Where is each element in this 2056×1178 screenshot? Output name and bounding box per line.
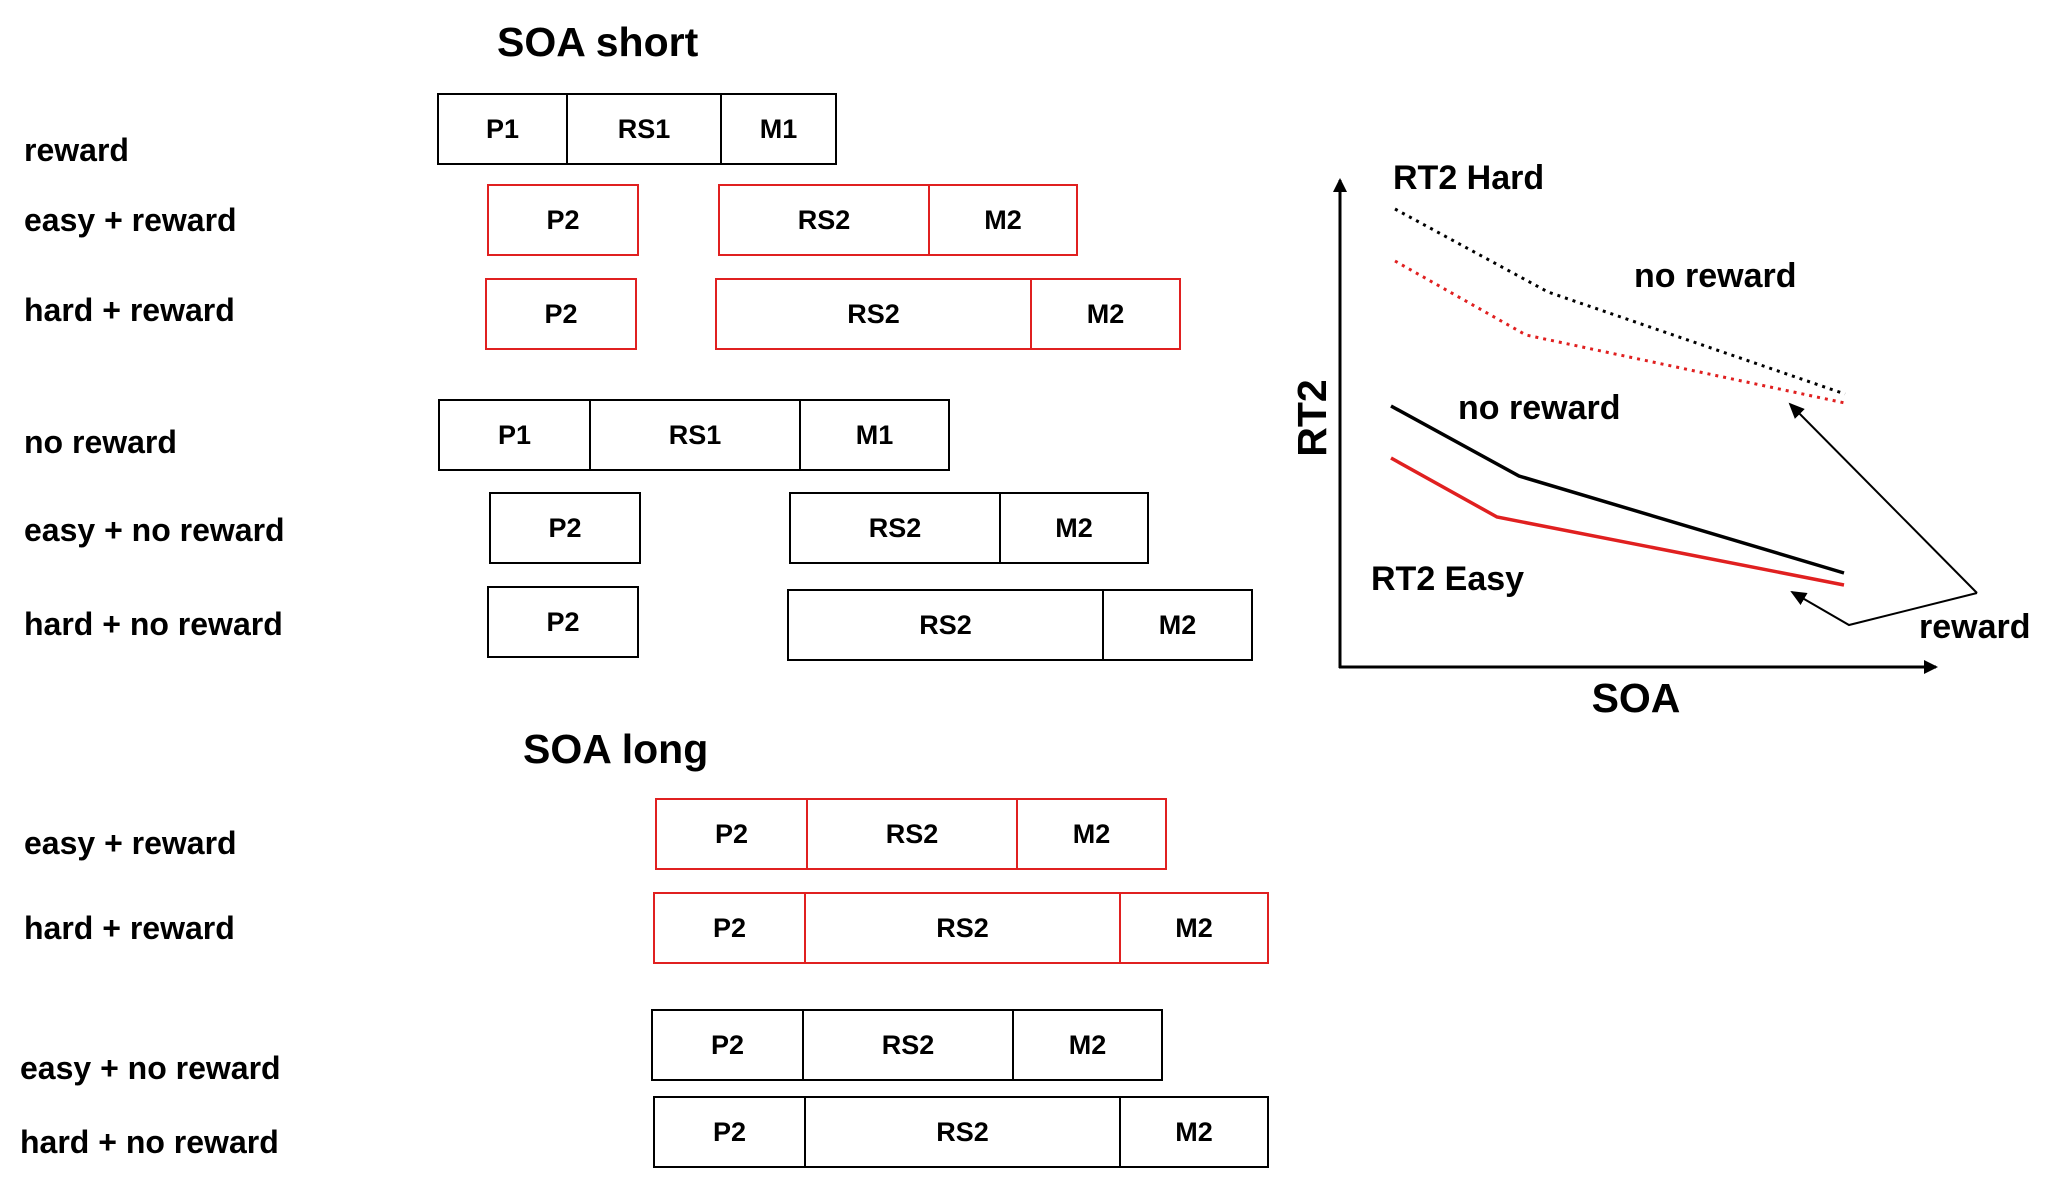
row-label-short-reward: reward <box>24 132 129 168</box>
timeline-short-hard-reward-response: RS2 M2 <box>715 278 1181 350</box>
segment-m2: M2 <box>1158 609 1197 640</box>
row-label-long-easy-reward: easy + reward <box>24 825 237 861</box>
row-label-short-no-reward: no reward <box>24 424 177 460</box>
row-label-short-hard-reward: hard + reward <box>24 292 235 328</box>
row-label-long-easy-no-reward: easy + no reward <box>20 1050 281 1086</box>
segment-m1: M1 <box>855 419 894 450</box>
segment-p2: P2 <box>655 1098 806 1166</box>
timeline-short-hard-reward-p2: P2 <box>485 278 637 350</box>
rt2-easy-label: RT2 Easy <box>1371 560 1524 598</box>
segment-m1: M1 <box>759 113 798 144</box>
easy-no-reward-line <box>1390 404 1845 575</box>
segment-p2: P2 <box>544 298 578 329</box>
segment-p1: P1 <box>439 95 568 163</box>
timeline-short-reward: P1 RS1 M1 <box>437 93 837 165</box>
segment-p2: P2 <box>548 512 582 543</box>
soa-long-heading: SOA long <box>523 726 709 772</box>
reward-label: reward <box>1919 608 2031 646</box>
segment-p2: P2 <box>546 606 580 637</box>
segment-rs2: RS2 <box>789 591 1104 659</box>
reward-arrow-easy <box>1790 590 1978 627</box>
segment-rs2: RS2 <box>808 800 1018 868</box>
segment-rs2: RS2 <box>804 1011 1014 1079</box>
rt2-hard-label: RT2 Hard <box>1393 159 1544 197</box>
x-axis-label: SOA <box>1592 675 1681 721</box>
timeline-short-easy-reward-response: RS2 M2 <box>718 184 1078 256</box>
segment-m2: M2 <box>1072 818 1111 849</box>
timeline-short-easy-no-reward-p2: P2 <box>489 492 641 564</box>
timeline-short-no-reward: P1 RS1 M1 <box>438 399 950 471</box>
segment-p1: P1 <box>440 401 591 469</box>
timeline-long-easy-no-reward: P2 RS2 M2 <box>651 1009 1163 1081</box>
timeline-short-easy-reward-p2: P2 <box>487 184 639 256</box>
segment-m2: M2 <box>1055 512 1093 543</box>
segment-m2: M2 <box>1175 1116 1213 1147</box>
segment-m2: M2 <box>1068 1029 1107 1060</box>
segment-p2: P2 <box>657 800 808 868</box>
segment-m2: M2 <box>984 204 1022 235</box>
row-label-long-hard-no-reward: hard + no reward <box>20 1124 279 1160</box>
timeline-long-easy-reward: P2 RS2 M2 <box>655 798 1167 870</box>
segment-p2: P2 <box>546 204 580 235</box>
row-label-short-easy-reward: easy + reward <box>24 202 237 238</box>
soa-short-heading: SOA short <box>497 19 699 65</box>
segment-m2: M2 <box>1175 912 1213 943</box>
segment-rs1: RS1 <box>591 401 801 469</box>
reward-arrow-hard <box>1788 402 1978 594</box>
segment-m2: M2 <box>1086 298 1125 329</box>
timeline-short-hard-no-reward-p2: P2 <box>487 586 639 658</box>
timeline-long-hard-no-reward: P2 RS2 M2 <box>653 1096 1269 1168</box>
timeline-short-hard-no-reward-response: RS2 M2 <box>787 589 1253 661</box>
segment-p2: P2 <box>653 1011 804 1079</box>
segment-p2: P2 <box>655 894 806 962</box>
segment-rs2: RS2 <box>791 494 1001 562</box>
row-label-short-easy-no-reward: easy + no reward <box>24 512 285 548</box>
segment-rs2: RS2 <box>720 186 930 254</box>
easy-reward-line <box>1390 456 1845 587</box>
segment-rs2: RS2 <box>806 1098 1121 1166</box>
segment-rs2: RS2 <box>806 894 1121 962</box>
timeline-long-hard-reward: P2 RS2 M2 <box>653 892 1269 964</box>
row-label-long-hard-reward: hard + reward <box>24 910 235 946</box>
timeline-short-easy-no-reward-response: RS2 M2 <box>789 492 1149 564</box>
easy-no-reward-label: no reward <box>1458 389 1620 427</box>
y-axis-label: RT2 <box>1289 379 1335 456</box>
hard-no-reward-line <box>1394 207 1846 396</box>
segment-rs1: RS1 <box>568 95 722 163</box>
hard-no-reward-label: no reward <box>1634 257 1796 295</box>
hard-reward-line <box>1394 259 1846 405</box>
segment-rs2: RS2 <box>717 280 1032 348</box>
row-label-short-hard-no-reward: hard + no reward <box>24 606 283 642</box>
